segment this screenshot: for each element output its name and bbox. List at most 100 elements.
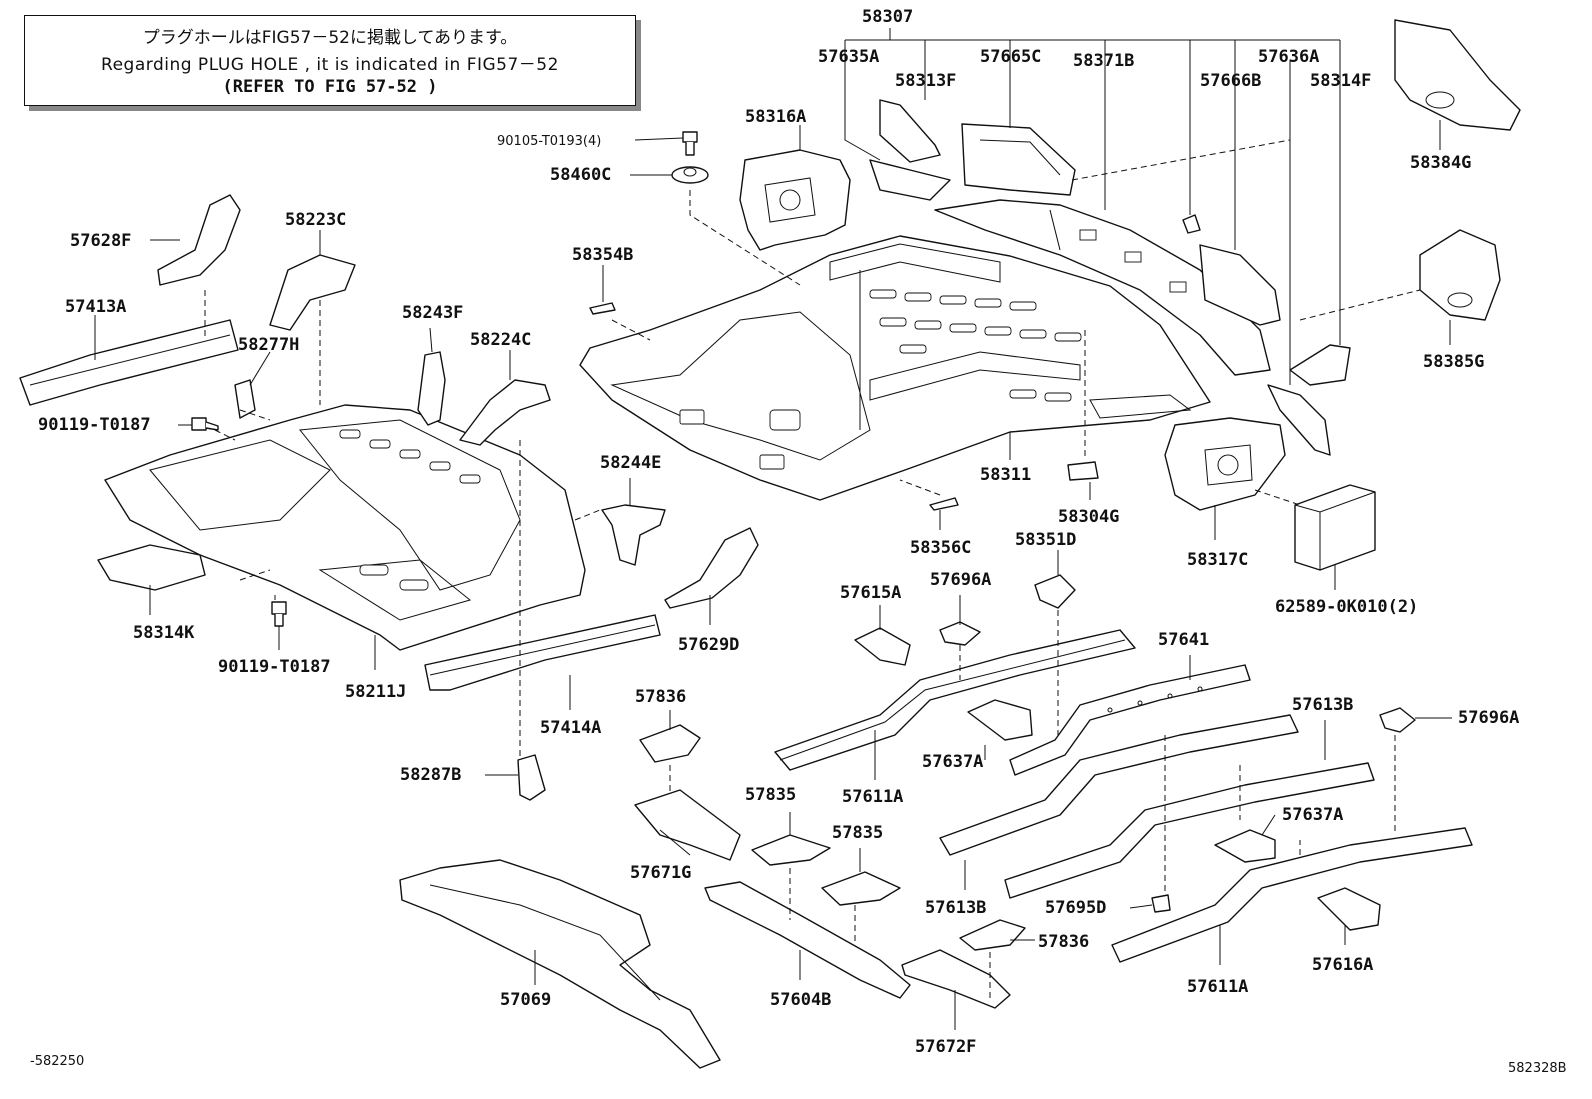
- notice-english-line: Regarding PLUG HOLE , it is indicated in…: [101, 55, 559, 75]
- label-57635A: 57635A: [818, 47, 879, 67]
- label-58243F: 58243F: [402, 303, 463, 323]
- rear-cross-member-58371B: [934, 199, 1271, 376]
- rocker-57413A: [19, 319, 239, 406]
- bracket-57616A: [1317, 887, 1381, 931]
- dashed-assembly-lines: [204, 139, 1421, 1000]
- corner-code-left: -582250: [30, 1054, 84, 1069]
- label-57641: 57641: [1158, 630, 1209, 650]
- rocker-57414A: [424, 614, 661, 691]
- rear-panel-58317C: [1164, 417, 1286, 511]
- rear-floor-pan-58311: [579, 235, 1211, 501]
- label-57629D: 57629D: [678, 635, 739, 655]
- bracket-58304G: [1067, 461, 1099, 481]
- bracket-58224C: [459, 379, 551, 446]
- bracket-58244E: [601, 504, 666, 566]
- label-57613B-upper: 57613B: [1292, 695, 1353, 715]
- label-57613B-lower: 57613B: [925, 898, 986, 918]
- panel-57666B: [1199, 244, 1281, 326]
- label-58351D: 58351D: [1015, 530, 1076, 550]
- label-58223C: 58223C: [285, 210, 346, 230]
- label-58307: 58307: [862, 7, 913, 27]
- label-58317C: 58317C: [1187, 550, 1248, 570]
- bolt-90105: [682, 131, 698, 156]
- label-57636A: 57636A: [1258, 47, 1319, 67]
- label-57671G: 57671G: [630, 863, 691, 883]
- label-57616A: 57616A: [1312, 955, 1373, 975]
- label-90105-T0193: 90105-T0193(4): [497, 134, 601, 149]
- label-57628F: 57628F: [70, 231, 131, 251]
- label-58314F: 58314F: [1310, 71, 1371, 91]
- bracket-57637A-lower: [1214, 829, 1276, 863]
- label-57836-upper: 57836: [635, 687, 686, 707]
- label-90119-T0187-upper: 90119-T0187: [38, 415, 151, 435]
- label-90119-T0187-lower: 90119-T0187: [218, 657, 331, 677]
- quarter-panel-58384G: [1394, 19, 1521, 131]
- side-rail-57611A-upper: [774, 629, 1136, 771]
- label-58287B: 58287B: [400, 765, 461, 785]
- bracket-57695D: [1151, 894, 1171, 913]
- bracket-57836-upper: [639, 724, 701, 763]
- label-57611A-upper: 57611A: [842, 787, 903, 807]
- bracket-57836-lower: [959, 919, 1026, 951]
- label-58304G: 58304G: [1058, 507, 1119, 527]
- label-57637A-lower: 57637A: [1282, 805, 1343, 825]
- label-57666B: 57666B: [1200, 71, 1261, 91]
- label-57672F: 57672F: [915, 1037, 976, 1057]
- label-57604B: 57604B: [770, 990, 831, 1010]
- label-57835-right: 57835: [832, 823, 883, 843]
- pad-62589: [1294, 484, 1376, 571]
- bracket-57615A: [854, 627, 911, 666]
- label-62589-0K010: 62589-0K010(2): [1275, 597, 1418, 617]
- leader-lines: [94, 28, 1452, 1030]
- label-57611A-lower: 57611A: [1187, 977, 1248, 997]
- side-rail-57611A-lower: [1111, 827, 1473, 963]
- label-57413A: 57413A: [65, 297, 126, 317]
- label-57695D: 57695D: [1045, 898, 1106, 918]
- label-58371B: 58371B: [1073, 51, 1134, 71]
- bracket-58314K: [97, 544, 206, 591]
- grommet-58460C: [671, 166, 709, 184]
- bracket-57628F: [157, 194, 241, 286]
- label-57414A: 57414A: [540, 718, 601, 738]
- quarter-panel-58385G: [1419, 229, 1501, 321]
- clip-58351D: [1034, 574, 1076, 609]
- label-58316A: 58316A: [745, 107, 806, 127]
- side-rail-57613B-upper: [939, 714, 1299, 856]
- label-58277H: 58277H: [238, 335, 299, 355]
- bracket-57835-left: [751, 834, 831, 866]
- notice-japanese-line: プラグホールはFIG57－52に掲載してあります。: [142, 28, 518, 48]
- label-57836-lower: 57836: [1038, 932, 1089, 952]
- member-57671G: [634, 789, 741, 861]
- rear-panel-58316A: [739, 149, 851, 251]
- label-58244E: 58244E: [600, 453, 661, 473]
- bracket-57637A-upper: [967, 699, 1033, 741]
- bracket-58287B: [517, 754, 546, 801]
- label-57665C: 57665C: [980, 47, 1041, 67]
- bracket-57696A-right: [1379, 707, 1416, 733]
- label-57696A-upper: 57696A: [930, 570, 991, 590]
- side-rail-57613B-lower: [1004, 762, 1375, 899]
- label-57637A-upper: 57637A: [922, 752, 983, 772]
- bracket-58243F: [417, 351, 446, 426]
- plug-hole-notice: プラグホールはFIG57－52に掲載してあります。 Regarding PLUG…: [24, 15, 636, 106]
- corner-code-right: 582328B: [1508, 1061, 1567, 1076]
- label-58314K: 58314K: [133, 623, 195, 643]
- floor-pan-slots: [679, 289, 1082, 470]
- bracket-57629D: [664, 527, 759, 609]
- label-58211J: 58211J: [345, 682, 406, 702]
- label-57615A: 57615A: [840, 583, 901, 603]
- side-rail-57641: [1009, 664, 1251, 776]
- label-58384G: 58384G: [1410, 153, 1471, 173]
- bracket-58223C: [269, 254, 356, 331]
- label-58460C: 58460C: [550, 165, 611, 185]
- panel-57665C: [961, 123, 1076, 196]
- bracket-57696A-left: [939, 621, 981, 646]
- label-57069: 57069: [500, 990, 551, 1010]
- bracket-57636A: [1182, 214, 1201, 234]
- front-floor-pan-58211J: [104, 404, 586, 651]
- bracket-58313F: [869, 99, 951, 201]
- bracket-58277H: [234, 379, 256, 419]
- bolt-90119-upper: [191, 417, 219, 431]
